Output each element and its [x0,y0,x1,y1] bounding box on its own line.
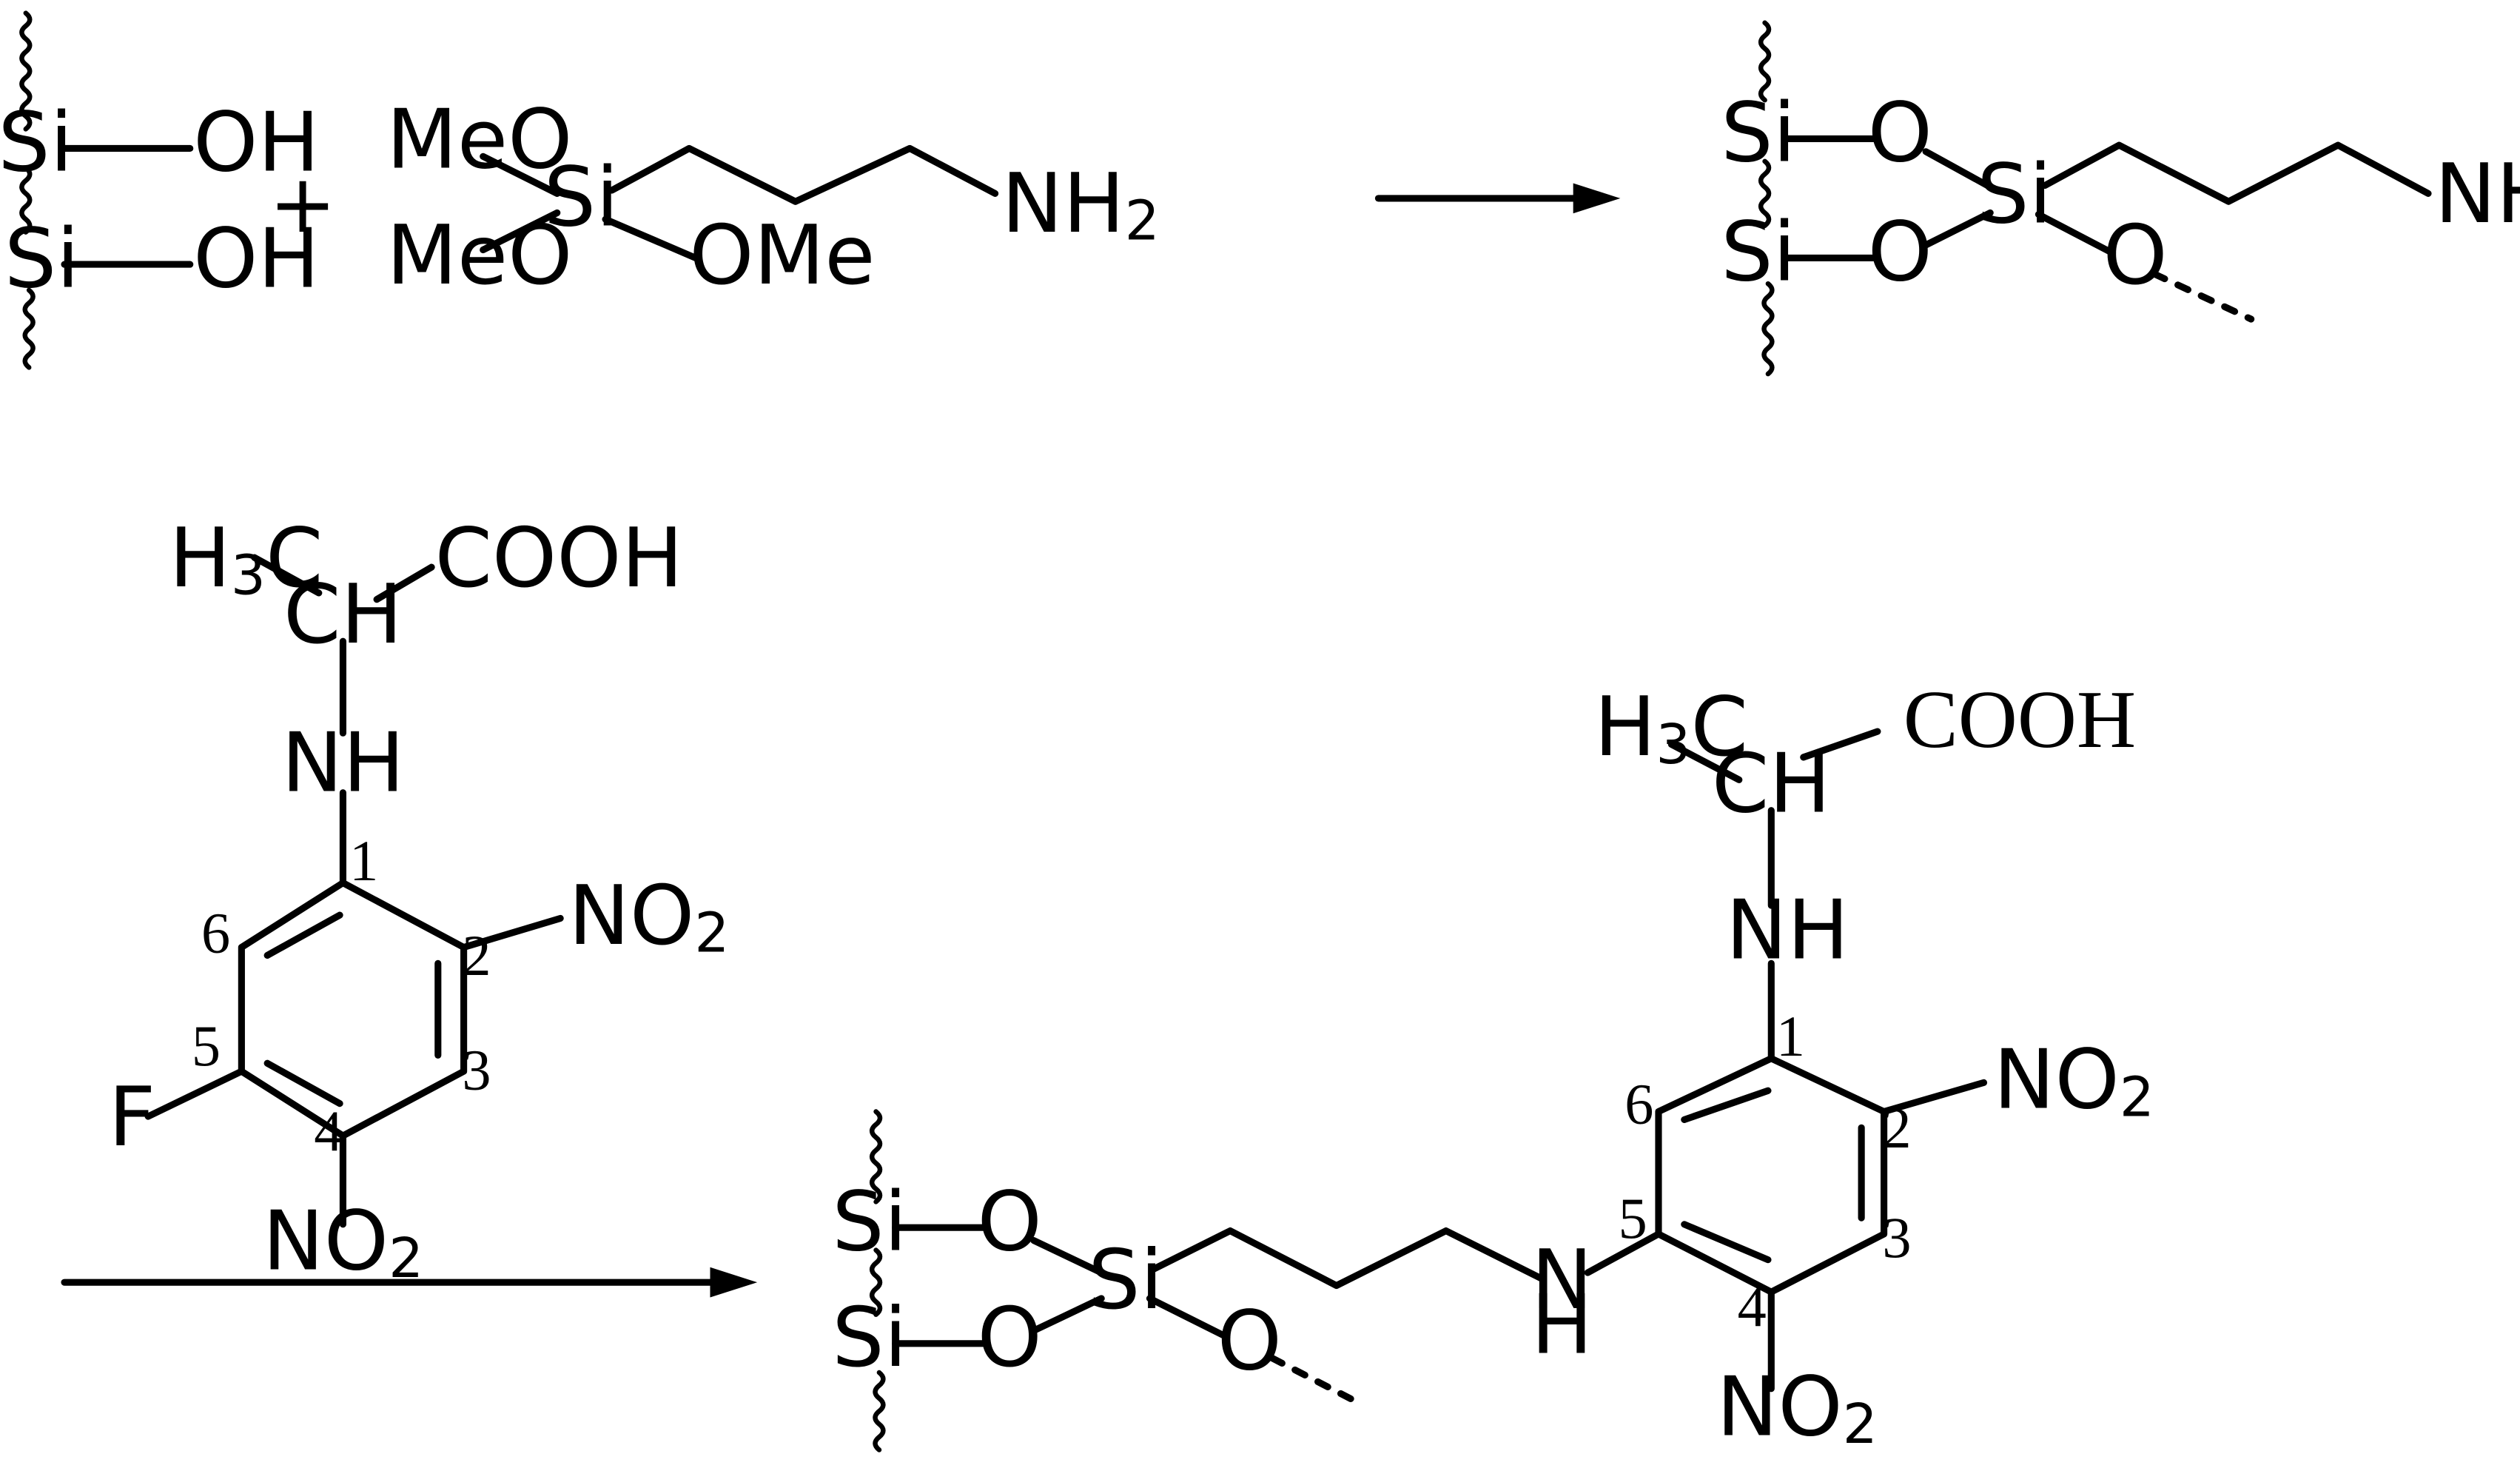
ring-position-6: 6 [201,901,230,965]
silica-surface-reactant: Si OH Si OH [0,10,320,370]
ring-position-4: 4 [314,1099,343,1163]
surface-si-label-2: Si [832,1290,907,1386]
hydroxyl-label-2: OH [193,211,320,306]
fluorodinitrophenyl-alanine-reagent: H3C COOH CH NH NO2 F NO2 1 2 3 4 5 6 [108,511,729,1290]
surface-si-label-2: Si [4,211,79,306]
dashed-bond [2151,270,2255,323]
oxygen-label-3: O [2103,208,2167,304]
silane-si-label: Si [544,150,619,246]
surface-wavy-line [1758,20,1775,377]
methoxy-label-bottom: MeO [386,208,572,304]
methine-label: CH [1712,737,1831,832]
nitro-label-4: NO2 [1716,1360,1877,1456]
ring-position-3: 3 [1882,1205,1911,1270]
bond-o-si-bottom [1030,1295,1105,1334]
bond-si-ome [602,215,699,261]
bond-meo-si-bottom [480,209,561,254]
surface-wavy-line [19,10,36,370]
fluoro-label: F [108,1070,155,1165]
silane-si-label: Si [1977,147,2052,242]
ring-position-6: 6 [1624,1071,1653,1136]
bond-si-o-3 [1146,1295,1231,1341]
amine-h-label: H [1531,1278,1593,1373]
amine-label: NH2 [1001,156,1160,252]
hydroxyl-label-1: OH [193,96,320,191]
bond-n-ring [1584,1230,1662,1276]
nitro-label-4: NO2 [263,1194,423,1290]
reaction-arrow-2 [61,1267,758,1298]
methyl-label: H3C [1594,680,1748,777]
imine-label: NH [281,715,404,811]
bond-meo-si-top [480,153,561,197]
surface-si-label-1: Si [1721,86,1795,181]
oxygen-label-3: O [1217,1293,1282,1389]
bond-h3c-ch [251,554,323,597]
reaction-arrow-1 [1374,183,1621,214]
carboxyl-label: COOH [434,511,683,606]
bond-si-o-3 [2035,211,2117,257]
surface-wavy-line [869,1109,886,1452]
bond-ring-no2 [1881,1079,1988,1116]
oxygen-label-2: O [1868,205,1932,301]
methyl-label: H3C [169,511,323,607]
propyl-chain [1149,1227,1546,1290]
ring-position-1: 1 [1776,1004,1805,1068]
imine-label: NH [1726,883,1849,979]
ring-position-1: 1 [349,828,378,893]
ring-position-3: 3 [462,1038,491,1102]
bond-o-si-top [1922,148,1994,191]
bond-ring-f [144,1068,245,1120]
bond-ch-cooh [1800,728,1881,761]
bond-o-si-top [1030,1237,1105,1276]
methine-label: CH [283,567,403,663]
dinitrophenyl-alanine-silica-product: Si O Si O Si O N H H3C COOH CH NH NO2 NO… [832,674,2154,1455]
surface-si-label-1: Si [0,96,73,191]
bond-ring-no2 [460,914,564,951]
dashed-bond [1269,1354,1366,1409]
propyl-chain [2041,141,2432,205]
ring-position-4: 4 [1738,1274,1767,1338]
benzene-ring [238,879,468,1139]
amine-label: NH2 [2435,147,2520,243]
ring-position-2: 2 [462,923,491,988]
amine-n-label: N [1531,1233,1593,1328]
ring-position-5: 5 [192,1013,221,1078]
aminopropyltrimethoxysilane-reactant: MeO Si MeO OMe NH2 [386,92,1160,304]
oxygen-label-1: O [1868,86,1932,181]
carboxyl-label: COOH [1904,674,2136,765]
surface-si-label-1: Si [832,1174,907,1270]
oxygen-label-2: O [978,1290,1042,1386]
bond-h3c-ch [1667,740,1743,783]
aminopropyl-silica-product: Si O Si O Si O NH2 [1721,20,2520,377]
bond-ch-cooh [373,563,435,603]
benzene-ring [1655,1055,1888,1296]
ring-position-5: 5 [1619,1186,1647,1250]
methoxy-label-right: OMe [689,208,875,304]
propyl-chain [608,144,999,205]
plus-sign: + [269,157,336,251]
bond-o-si-bottom [1922,209,1994,249]
silane-si-label: Si [1088,1233,1163,1328]
nitro-label-2: NO2 [1994,1033,2154,1129]
methoxy-label-top: MeO [386,92,572,187]
nitro-label-2: NO2 [568,868,729,965]
ring-position-2: 2 [1882,1096,1911,1160]
oxygen-label-1: O [978,1174,1042,1270]
surface-si-label-2: Si [1721,205,1795,301]
